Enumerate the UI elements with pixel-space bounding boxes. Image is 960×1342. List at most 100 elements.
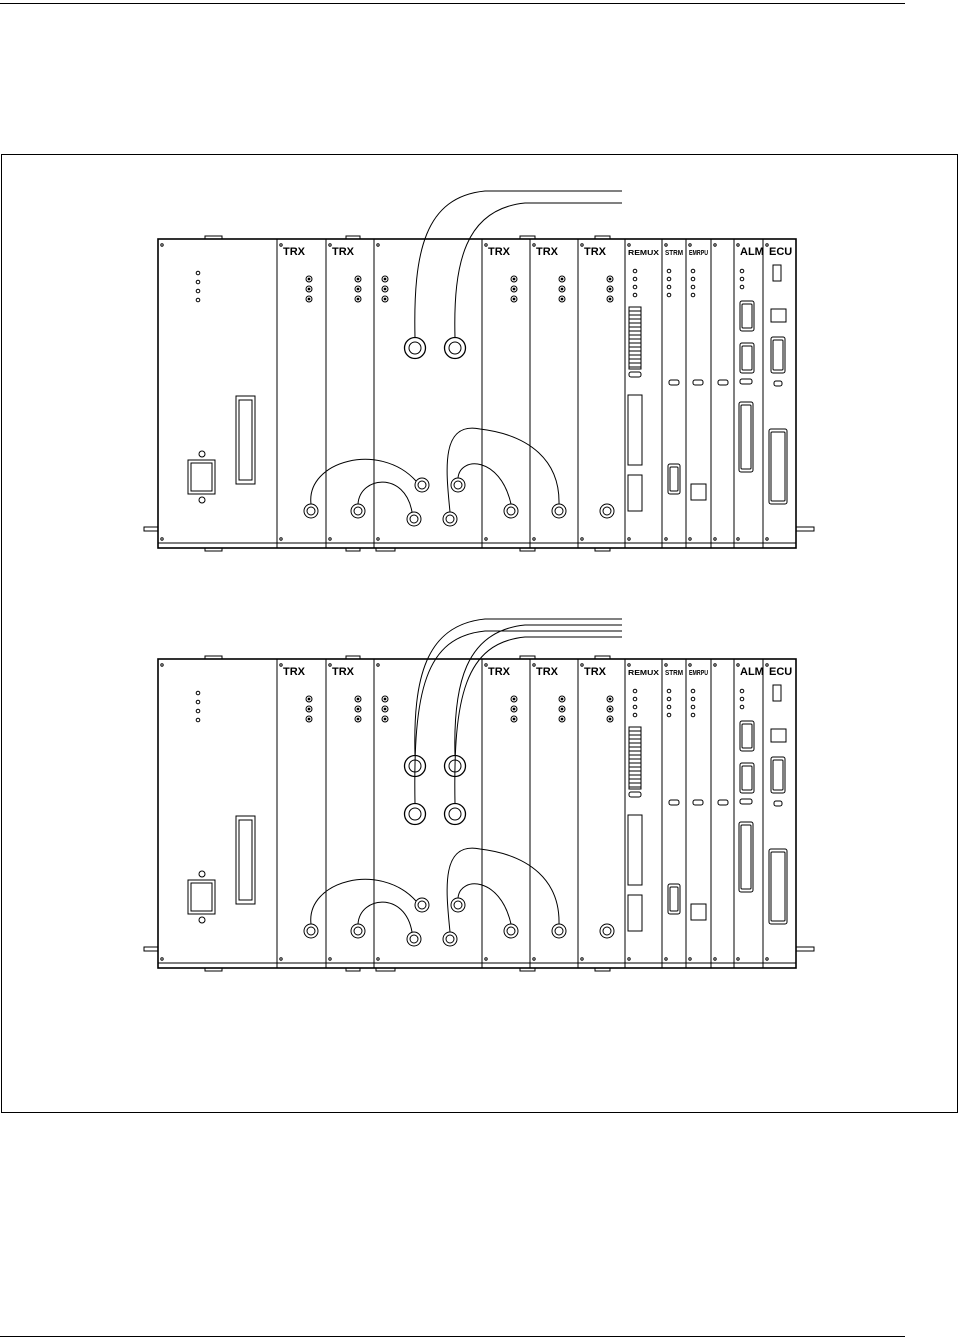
trx-led-dot-trx1-1 — [308, 288, 311, 291]
screw-bottom-trx2 — [329, 958, 331, 960]
module-label-strm: STRM — [665, 250, 683, 257]
rack-chassis — [158, 659, 796, 968]
remux-led-2 — [633, 705, 637, 709]
screw-top-trx5 — [581, 244, 583, 246]
rf-connector-6-inner — [507, 927, 515, 935]
rf-connector-1 — [351, 924, 365, 938]
emrpu-led-2 — [691, 705, 695, 709]
psu-screw-bottom — [199, 917, 205, 923]
screw-top-psu — [161, 244, 163, 246]
screw-bottom-trx2 — [329, 538, 331, 540]
remux-led-1 — [633, 277, 637, 281]
ecu-dsub-1-inner — [773, 760, 783, 790]
rack-chassis — [158, 239, 796, 548]
mount-rail-left — [144, 527, 158, 531]
trx-led-dot-trx3-2 — [513, 718, 516, 721]
emrpu-led-3 — [691, 293, 695, 297]
screw-bottom-alm — [737, 958, 739, 960]
rf-connector-3 — [415, 898, 429, 912]
trx-led-dot-trx3-0 — [513, 278, 516, 281]
remux-sub-block — [628, 895, 642, 931]
strm-led-0 — [667, 269, 671, 273]
module-label-trx1: TRX — [283, 666, 306, 678]
trx-led-dot-trx4-0 — [561, 698, 564, 701]
emrpu-led-1 — [691, 277, 695, 281]
remux-led-2 — [633, 285, 637, 289]
bottom-handle-3 — [520, 968, 535, 971]
footer-rule — [0, 1336, 905, 1337]
bottom-handle-0 — [205, 548, 222, 551]
jumper-cable-0 — [311, 879, 416, 924]
rf-connector-0 — [304, 924, 318, 938]
module-label-remux: REMUX — [628, 250, 659, 257]
screw-top-alm — [737, 244, 739, 246]
alm-fixing — [740, 799, 752, 804]
rf-connector-7-inner — [555, 927, 563, 935]
module-label-remux: REMUX — [628, 670, 659, 677]
alm-dsub-2-inner — [742, 346, 752, 370]
trx-led-dot-trx2-0 — [357, 698, 360, 701]
combiner-led-dot-2 — [384, 718, 387, 721]
psu-led-1 — [196, 280, 200, 284]
rf-connector-5 — [451, 898, 465, 912]
header-rule — [0, 3, 905, 4]
trx-led-dot-trx5-2 — [609, 718, 612, 721]
remux-fixing — [629, 792, 641, 797]
jumper-cable-0 — [311, 459, 416, 504]
trx-led-dot-trx5-1 — [609, 708, 612, 711]
bottom-handle-2 — [376, 548, 395, 551]
screw-top-trx3 — [485, 244, 487, 246]
trx-led-dot-trx4-2 — [561, 718, 564, 721]
psu-socket-inner — [191, 463, 212, 491]
module-label-trx5: TRX — [584, 666, 607, 678]
remux-led-3 — [633, 293, 637, 297]
screw-top-trx2 — [329, 664, 331, 666]
top-handle-0 — [205, 656, 222, 659]
psu-screw-bottom — [199, 497, 205, 503]
screw-top-trx1 — [280, 244, 282, 246]
rf-connector-6 — [504, 924, 518, 938]
screw-bottom-combiner — [377, 958, 379, 960]
mount-rail-right — [796, 527, 814, 531]
strm-dsub-inner — [670, 887, 678, 911]
rf-connector-2 — [407, 932, 421, 946]
screw-top-combiner — [377, 664, 379, 666]
screw-top-remux — [628, 244, 630, 246]
strm-led-3 — [667, 293, 671, 297]
combiner-led-dot-1 — [384, 288, 387, 291]
emrpu-led-2 — [691, 285, 695, 289]
screw-top-trx4 — [533, 664, 535, 666]
rf-connector-7 — [552, 924, 566, 938]
remux-switch-bank — [629, 307, 641, 369]
strm-led-2 — [667, 705, 671, 709]
mount-rail-right — [796, 947, 814, 951]
screw-top-strm — [665, 244, 667, 246]
ecu-fixing — [774, 801, 782, 806]
rf-connector-8-inner — [603, 927, 611, 935]
trx-led-dot-trx4-1 — [561, 288, 564, 291]
psu-led-3 — [196, 718, 200, 722]
antenna-cable-1 — [455, 203, 622, 338]
antenna-cable-1 — [455, 625, 622, 756]
emrpu-led-3 — [691, 713, 695, 717]
screw-bottom-psu — [161, 958, 163, 960]
blank-fixing — [718, 380, 728, 385]
top-handle-0 — [205, 236, 222, 239]
blank-fixing — [718, 800, 728, 805]
screw-top-trx2 — [329, 244, 331, 246]
trx-led-dot-trx2-2 — [357, 298, 360, 301]
screw-bottom-trx4 — [533, 538, 535, 540]
rf-connector-6 — [504, 504, 518, 518]
rf-connector-1-inner — [354, 507, 362, 515]
antenna-connector-2 — [405, 804, 426, 825]
remux-led-1 — [633, 697, 637, 701]
screw-top-trx3 — [485, 664, 487, 666]
jumper-cable-1 — [358, 482, 412, 512]
remux-led-3 — [633, 713, 637, 717]
psu-led-2 — [196, 289, 200, 293]
screw-top-ecu — [766, 664, 768, 666]
bottom-handle-4 — [595, 968, 610, 971]
trx-led-dot-trx4-0 — [561, 278, 564, 281]
bottom-handle-2 — [376, 968, 395, 971]
